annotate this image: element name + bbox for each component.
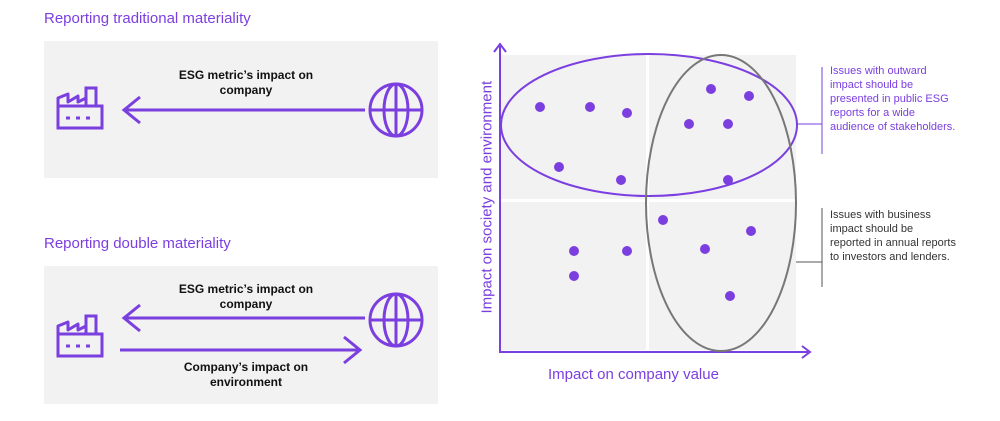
quadrant-top-left <box>500 55 646 199</box>
x-axis <box>499 345 812 359</box>
issue-point <box>622 246 632 256</box>
issue-point <box>569 246 579 256</box>
issue-point <box>723 175 733 185</box>
note-business-impact: Issues with business impact should be re… <box>830 209 956 263</box>
traditional-arrow-label: ESG metric’s impact on company <box>178 68 314 97</box>
issue-point <box>723 119 733 129</box>
arrow-left-double <box>121 303 365 333</box>
issue-point <box>744 91 754 101</box>
note-outward-impact: Issues with outward impact should be pre… <box>830 65 956 133</box>
heading-traditional-materiality: Reporting traditional materiality <box>44 10 251 27</box>
issue-point <box>700 244 710 254</box>
issue-point <box>585 102 595 112</box>
issue-point <box>535 102 545 112</box>
y-axis-label: Impact on society and environment <box>478 80 496 314</box>
issue-point <box>746 226 756 236</box>
issue-point <box>616 175 626 185</box>
issue-point <box>622 108 632 118</box>
outward-impact-ellipse <box>500 53 798 197</box>
double-arrow-label-top: ESG metric’s impact on company <box>178 282 314 311</box>
y-axis <box>493 42 507 352</box>
heading-double-materiality: Reporting double materiality <box>44 235 231 252</box>
business-impact-ellipse <box>645 54 797 352</box>
double-arrow-label-bottom: Company’s impact on environment <box>183 360 309 389</box>
issue-point <box>706 84 716 94</box>
issue-point <box>725 291 735 301</box>
double-materiality-panel <box>44 266 438 404</box>
x-axis-label: Impact on company value <box>548 366 719 383</box>
arrow-left <box>121 95 365 125</box>
arrow-right-double <box>120 335 363 365</box>
points-group <box>535 84 756 301</box>
issue-point <box>569 271 579 281</box>
issue-point <box>658 215 668 225</box>
quadrant-top-right <box>649 55 796 199</box>
issue-point <box>684 119 694 129</box>
quadrant-bottom-right <box>649 202 796 350</box>
issue-point <box>554 162 564 172</box>
